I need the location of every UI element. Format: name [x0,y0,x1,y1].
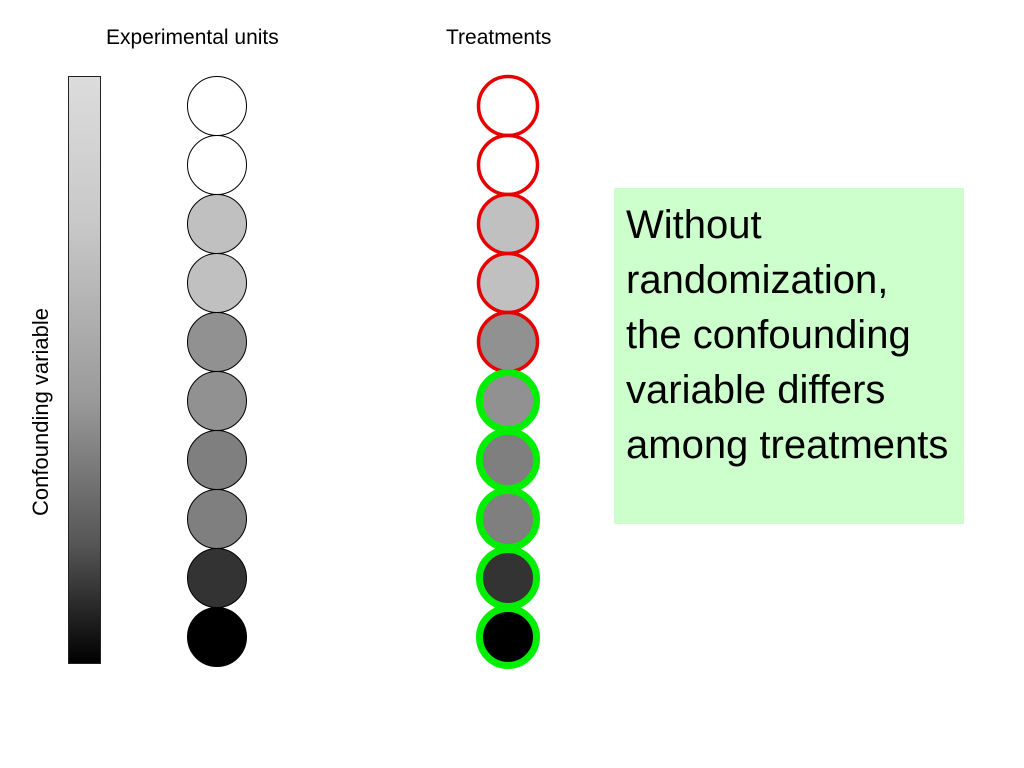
experimental-unit-circle [187,489,247,549]
experimental-unit-circle [187,548,247,608]
experimental-unit-circle [187,607,247,667]
treatment-circle-green [476,605,540,669]
experimental-unit-circle [187,135,247,195]
treatment-circle-red [476,310,540,374]
experimental-unit-circle [187,253,247,313]
note-text: Without randomization, the confounding v… [626,203,949,467]
experimental-unit-circle [187,194,247,254]
treatment-circle-green [476,487,540,551]
treatment-circle-green [476,369,540,433]
treatment-circle-green [476,428,540,492]
experimental-unit-circle [187,430,247,490]
note-box: Without randomization, the confounding v… [614,188,964,524]
experimental-unit-circle [187,76,247,136]
experimental-unit-circle [187,312,247,372]
treatment-circle-red [476,192,540,256]
treatments-heading: Treatments [446,26,552,49]
experimental-units-heading: Experimental units [106,26,279,49]
experimental-unit-circle [187,371,247,431]
treatment-circle-red [476,133,540,197]
confounding-gradient-bar [68,76,101,664]
treatment-circle-red [476,251,540,315]
treatment-circle-green [476,546,540,610]
treatment-circle-red [476,74,540,138]
